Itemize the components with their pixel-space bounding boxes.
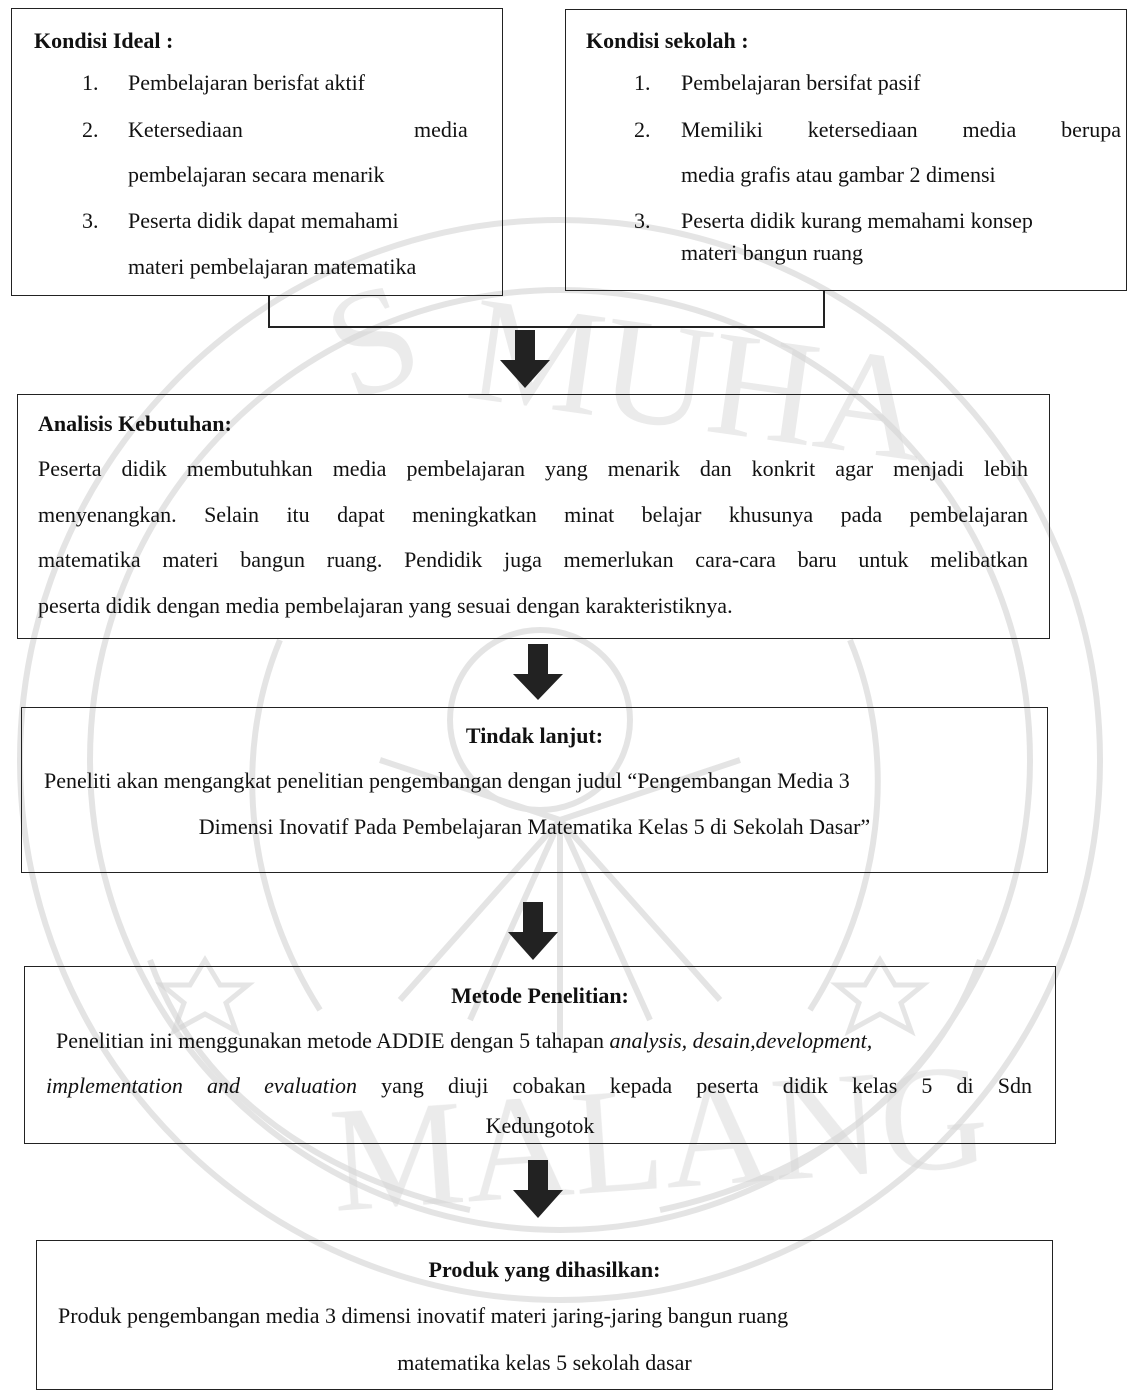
down-arrow-icon-2	[513, 644, 563, 700]
metode-line-1: Penelitian ini menggunakan metode ADDIE …	[56, 1028, 872, 1054]
kondisi-ideal-item-2a: Ketersediaan	[128, 117, 243, 142]
kondisi-ideal-item-2c: pembelajaran secara menarik	[128, 162, 385, 187]
kondisi-sekolah-title: Kondisi sekolah :	[586, 28, 749, 53]
kondisi-ideal-item-3b: materi pembelajaran matematika	[128, 254, 417, 279]
kondisi-ideal-num-1: 1.	[82, 70, 99, 95]
kondisi-ideal-box	[11, 8, 503, 296]
metode-line-2-normal: yang diuji cobakan kepada peserta didik …	[356, 1073, 1032, 1098]
connector-horizontal	[268, 326, 825, 328]
analisis-kebutuhan-box	[17, 394, 1050, 639]
kondisi-sekolah-item-3a: Peserta didik kurang memahami konsep	[681, 208, 1033, 233]
down-arrow-icon-4	[513, 1160, 563, 1218]
analisis-line-1: Peserta didik membutuhkan media pembelaj…	[38, 456, 1028, 481]
kondisi-ideal-item-3a: Peserta didik dapat memahami	[128, 208, 399, 233]
analisis-line-3: matematika materi bangun ruang. Pendidik…	[38, 547, 1028, 572]
kondisi-sekolah-num-1: 1.	[634, 70, 651, 95]
kondisi-sekolah-item-2a: Memiliki ketersediaan media berupa	[681, 117, 1121, 142]
kondisi-sekolah-box	[565, 9, 1127, 291]
analisis-kebutuhan-title: Analisis Kebutuhan:	[38, 411, 232, 436]
produk-title: Produk yang dihasilkan:	[428, 1257, 661, 1282]
metode-line-3: Kedungotok	[485, 1113, 595, 1138]
metode-line-1-normal: Penelitian ini menggunakan metode ADDIE …	[56, 1028, 610, 1053]
tindak-lanjut-box	[21, 707, 1048, 873]
metode-penelitian-title: Metode Penelitian:	[451, 983, 629, 1008]
kondisi-ideal-num-3: 3.	[82, 208, 99, 233]
kondisi-ideal-title: Kondisi Ideal :	[34, 28, 174, 53]
analisis-line-2: menyenangkan. Selain itu dapat meningkat…	[38, 502, 1028, 527]
metode-line-1-italic: analysis, desain,development,	[609, 1028, 873, 1053]
kondisi-sekolah-num-3: 3.	[634, 208, 651, 233]
tindak-lanjut-title: Tindak lanjut:	[465, 723, 604, 748]
kondisi-sekolah-item-3b: materi bangun ruang	[681, 240, 864, 265]
produk-line-1: Produk pengembangan media 3 dimensi inov…	[58, 1303, 789, 1328]
analisis-line-4: peserta didik dengan media pembelajaran …	[38, 593, 733, 618]
connector-right-vertical	[823, 291, 825, 328]
metode-line-2-italic: implementation and evaluation	[46, 1073, 357, 1098]
tindak-lanjut-line-2: Dimensi Inovatif Pada Pembelajaran Matem…	[198, 814, 871, 839]
connector-left-vertical	[268, 296, 270, 328]
produk-line-2: matematika kelas 5 sekolah dasar	[397, 1350, 692, 1375]
kondisi-ideal-num-2: 2.	[82, 117, 99, 142]
kondisi-ideal-item-2b: media	[414, 117, 468, 142]
kondisi-sekolah-item-2b: media grafis atau gambar 2 dimensi	[681, 162, 996, 187]
kondisi-ideal-item-1: Pembelajaran berisfat aktif	[128, 70, 366, 95]
down-arrow-icon-1	[500, 330, 550, 388]
down-arrow-icon-3	[508, 902, 558, 960]
metode-line-2: implementation and evaluation yang diuji…	[46, 1073, 1032, 1099]
metode-penelitian-box	[24, 966, 1056, 1144]
tindak-lanjut-line-1: Peneliti akan mengangkat penelitian peng…	[44, 768, 850, 793]
kondisi-sekolah-num-2: 2.	[634, 117, 651, 142]
kondisi-sekolah-item-1: Pembelajaran bersifat pasif	[681, 70, 921, 95]
